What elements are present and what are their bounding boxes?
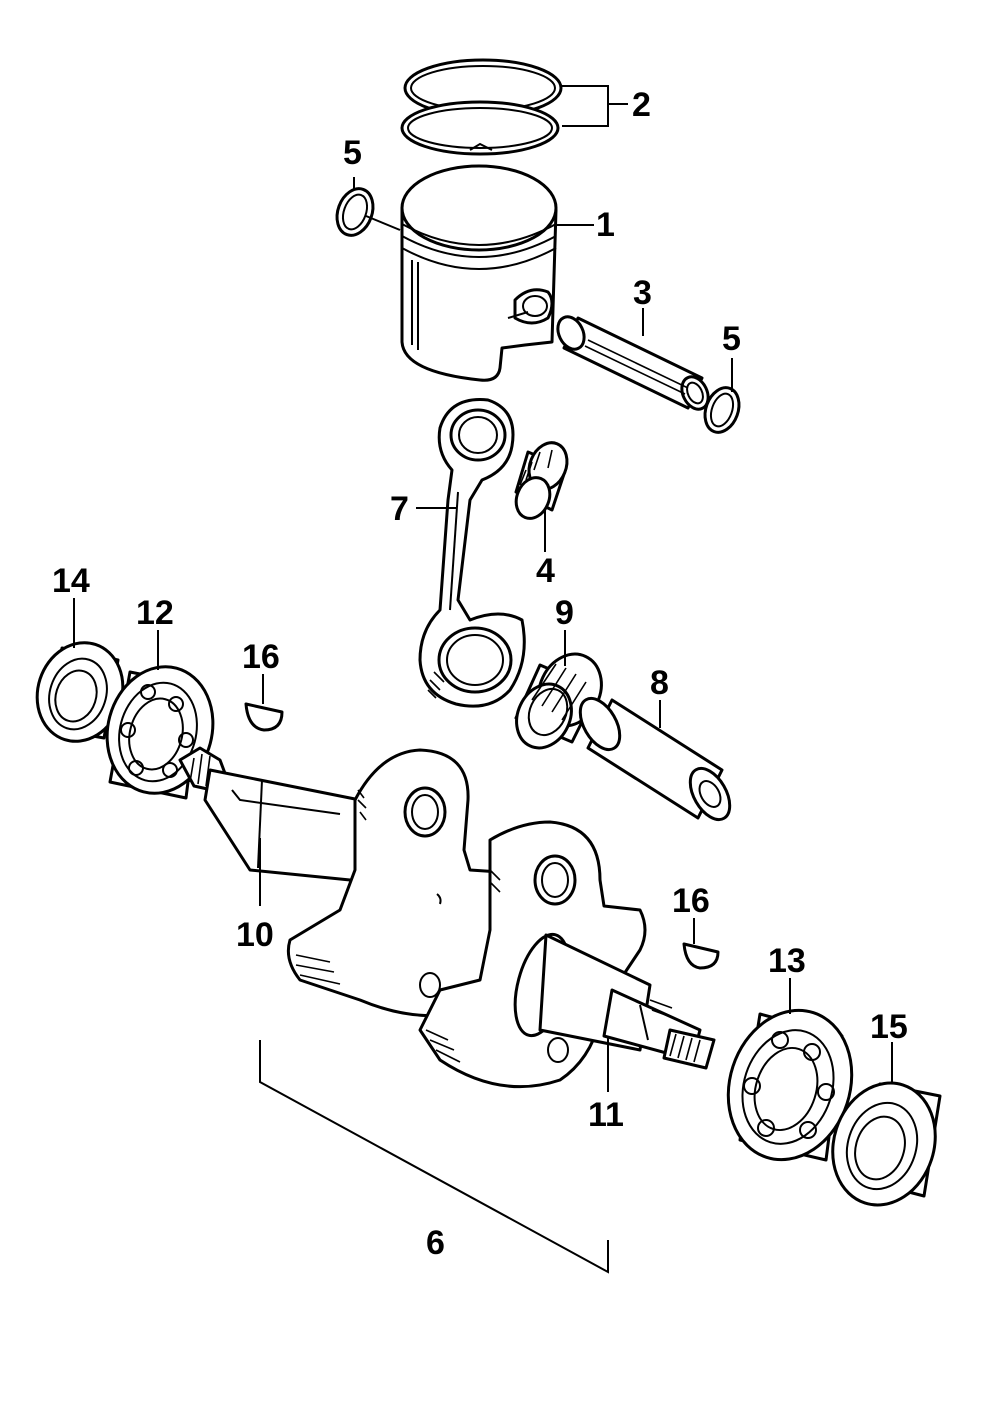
callout-4: 4	[536, 552, 555, 590]
callout-1: 1	[596, 206, 615, 244]
callout-10: 10	[236, 916, 274, 954]
callout-15: 15	[870, 1008, 908, 1046]
right-crank-half	[418, 820, 716, 1089]
callout-11: 11	[588, 1096, 624, 1134]
crank-pin	[578, 696, 732, 822]
callout-3: 3	[633, 274, 652, 312]
circlip-right	[703, 386, 741, 434]
callout-5-right: 5	[722, 320, 741, 358]
circlip-left	[335, 187, 375, 237]
ball-bearing-right	[726, 1008, 854, 1162]
callout-12: 12	[136, 594, 174, 632]
connecting-rod	[418, 398, 526, 708]
woodruff-key-left	[244, 702, 284, 732]
callout-5-top: 5	[343, 134, 362, 172]
callout-14: 14	[52, 562, 90, 600]
piston-rings	[400, 58, 563, 156]
woodruff-key-right	[682, 942, 720, 970]
oil-seal-left	[35, 641, 125, 743]
callout-6: 6	[426, 1224, 445, 1262]
callout-13: 13	[768, 942, 806, 980]
callout-16-right: 16	[672, 882, 710, 920]
leader-lines	[73, 85, 893, 1274]
oil-seal-right	[831, 1081, 942, 1207]
callout-16-left: 16	[242, 638, 280, 676]
callout-7: 7	[390, 490, 409, 528]
big-end-needle-bearing	[514, 652, 603, 750]
callout-8: 8	[650, 664, 669, 702]
callout-9: 9	[555, 594, 574, 632]
left-crank-half	[178, 746, 502, 1018]
piston-pin	[556, 315, 710, 411]
small-end-needle-bearing	[514, 441, 569, 520]
callout-2: 2	[632, 86, 651, 124]
piston	[400, 164, 558, 382]
